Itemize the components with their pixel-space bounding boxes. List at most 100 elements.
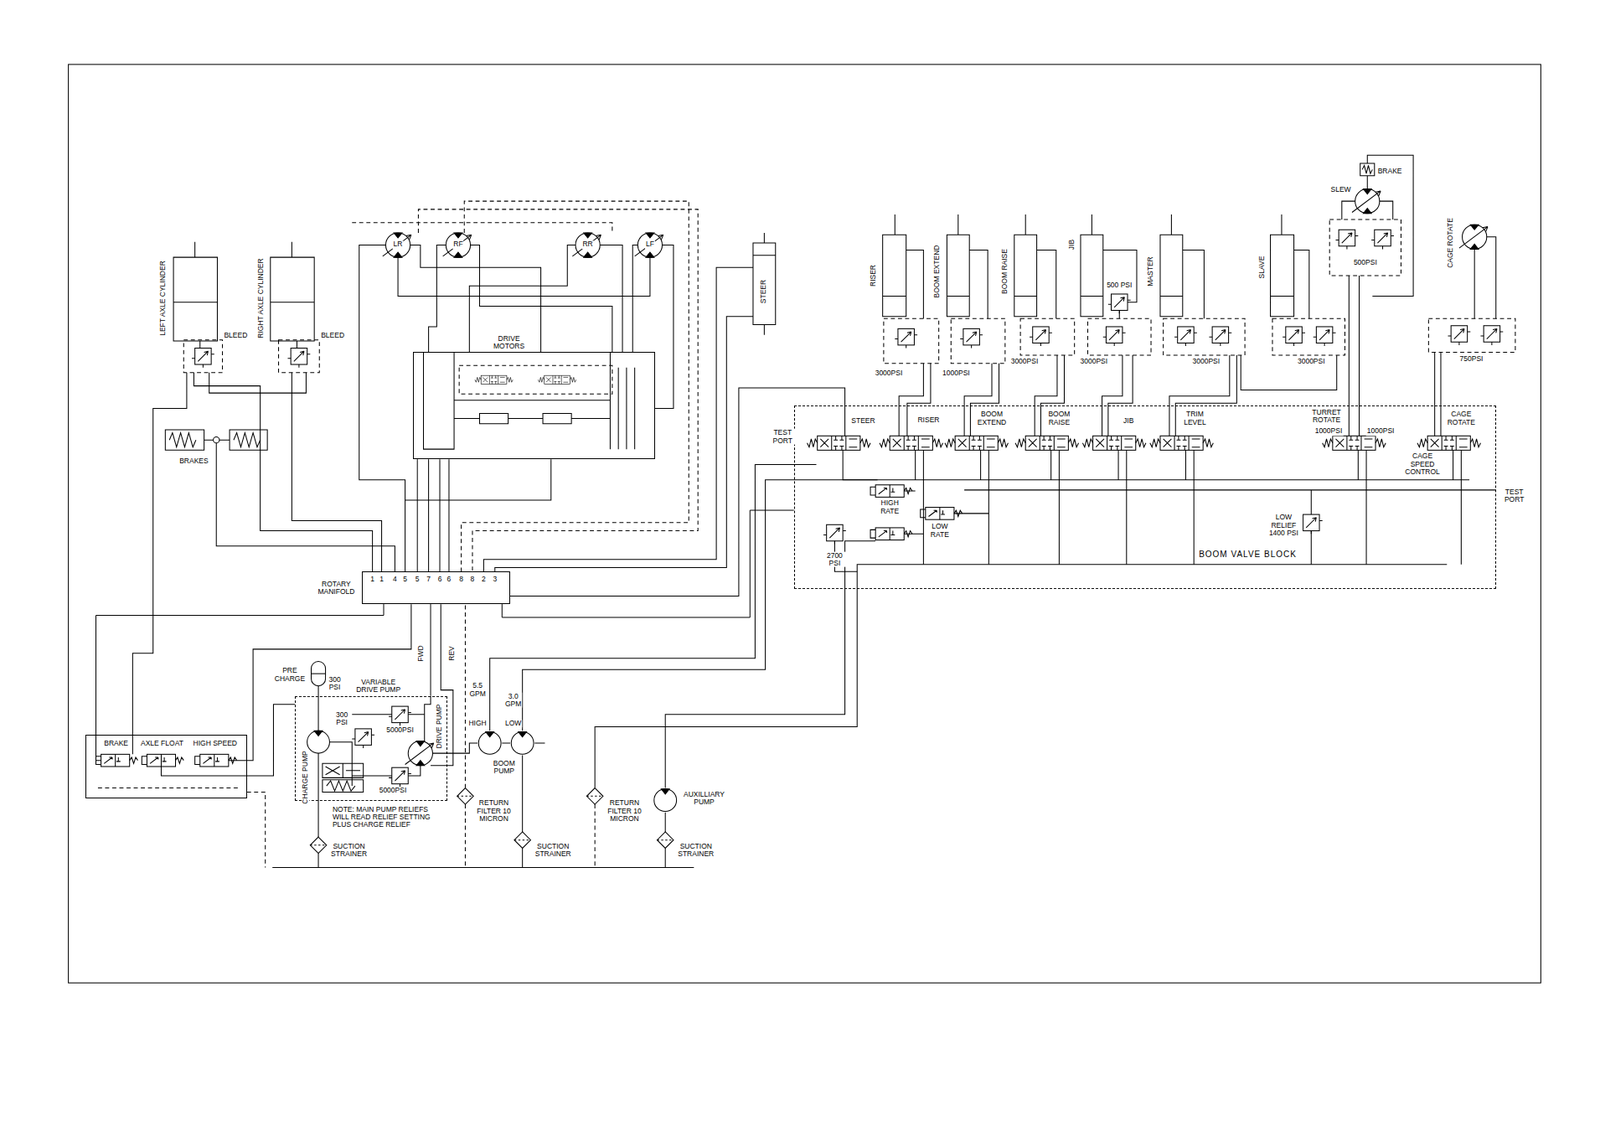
pump-symbol <box>510 732 534 755</box>
spool-valve <box>1417 435 1482 450</box>
drive-valve-symbol <box>474 375 513 384</box>
part-label: LF <box>645 241 656 249</box>
part-label: CAGE SPEED CONTROL <box>1403 452 1442 476</box>
part-label: 3.0 GPM <box>504 691 522 708</box>
part-label: 5.5 GPM <box>468 681 486 698</box>
hydraulic-line <box>96 603 385 735</box>
hydraulic-line <box>898 275 1441 436</box>
part-label: RETURN FILTER 10 MICRON <box>470 799 518 823</box>
counterbalance-valve <box>1282 326 1306 346</box>
solenoid-valve <box>870 527 913 541</box>
drain-line <box>98 603 595 868</box>
note-text: NOTE: MAIN PUMP RELIEFS WILL READ RELIEF… <box>331 805 446 830</box>
valve-enclosure <box>1088 318 1152 356</box>
pin-number: 6 <box>446 575 453 584</box>
part-label: BOOM EXTEND <box>973 410 1010 427</box>
pin-number: 8 <box>458 575 465 584</box>
pin-number: 6 <box>437 575 444 584</box>
pilot-line <box>351 201 698 572</box>
relief-valve-symbol <box>388 706 412 726</box>
counterbalance-valve <box>1103 326 1126 346</box>
part-label: JIB <box>1068 238 1077 251</box>
part-label: DRIVE PUMP <box>435 703 444 750</box>
counterbalance-valve <box>894 328 918 348</box>
part-label: MASTER <box>1146 255 1155 287</box>
part-label: SUCTION STRAINER <box>674 841 718 858</box>
strainer-symbol <box>656 831 673 848</box>
part-label: TEST PORT <box>1501 488 1528 505</box>
counterbalance-valve <box>1371 229 1394 249</box>
part-label: 1000PSI <box>1314 428 1344 436</box>
counterbalance-valve <box>1313 326 1337 346</box>
part-label: JIB <box>1122 417 1135 425</box>
solenoid-valve <box>920 507 963 521</box>
valve-enclosure <box>1020 318 1075 356</box>
pin-number: 2 <box>480 575 487 584</box>
part-label: CAGE ROTATE <box>1446 216 1455 269</box>
strainer-symbol <box>309 836 326 853</box>
spool-valve <box>1015 435 1079 450</box>
hydraulic-line <box>882 214 1310 319</box>
part-label: RETURN FILTER 10 MICRON <box>601 799 649 823</box>
part-label: HIGH <box>467 719 487 728</box>
drawing-frame <box>68 64 1542 983</box>
part-label: PRE CHARGE <box>272 666 307 683</box>
valve-enclosure <box>278 340 320 373</box>
solenoid-valve <box>195 753 238 767</box>
part-label: BRAKES <box>178 457 210 465</box>
part-label: 2700 PSI <box>821 551 848 568</box>
part-label: 500PSI <box>1352 259 1379 268</box>
valve-enclosure <box>950 318 1006 364</box>
part-label: RIGHT AXLE CYLINDER <box>257 257 265 339</box>
motor-symbol <box>1459 224 1488 249</box>
part-label: TURRET ROTATE <box>1307 408 1347 425</box>
part-label: SLEW <box>1330 185 1353 194</box>
spool-valve <box>1082 435 1146 450</box>
hydraulic-line <box>1341 154 1497 319</box>
part-label: CHARGE PUMP <box>302 750 310 806</box>
node-label: DRIVE MOTORS <box>490 335 528 351</box>
spool-valve <box>807 435 872 450</box>
spool-valve <box>1150 435 1214 450</box>
motor-symbol <box>382 232 412 258</box>
motor-symbol <box>572 232 601 258</box>
pump-housing: VARIABLE DRIVE PUMP <box>294 696 448 801</box>
part-label: 3000PSI <box>1010 358 1040 367</box>
part-label: AUXILLIARY PUMP <box>678 789 729 806</box>
part-label: BLEED <box>320 331 346 340</box>
part-label: LOW RATE <box>926 522 953 539</box>
motor-symbol <box>1352 189 1381 214</box>
relief-valve-symbol <box>288 348 311 368</box>
counterbalance-valve <box>1174 326 1198 346</box>
part-label: 750PSI <box>1459 355 1485 363</box>
solenoid-valve <box>141 753 184 767</box>
relief-valve-symbol <box>191 348 215 368</box>
part-label: RISER <box>869 263 878 288</box>
part-label: LR <box>392 241 404 249</box>
valve-block: BRAKEAXLE FLOATHIGH SPEED <box>85 734 247 799</box>
part-label: 300 PSI <box>332 710 351 727</box>
part-label: BOOM EXTEND <box>934 244 942 300</box>
part-label: RF <box>452 241 464 249</box>
pin-number: 1 <box>369 575 376 584</box>
part-label: REV <box>448 645 456 661</box>
drive-motor-block: DRIVE MOTORS <box>412 351 656 460</box>
part-label: 3000PSI <box>1191 358 1221 367</box>
part-label: TRIM LEVEL <box>1178 410 1212 427</box>
pin-number: 7 <box>425 575 432 584</box>
part-label: SUCTION STRAINER <box>531 841 575 858</box>
valve-enclosure <box>1272 318 1345 356</box>
hydraulic-line <box>430 603 432 697</box>
counterbalance-valve <box>1480 325 1503 346</box>
pump-symbol <box>307 730 331 754</box>
node-label: HIGH SPEED <box>192 739 238 748</box>
part-label: BRAKE <box>1377 167 1404 176</box>
node-label: BOOM VALVE BLOCK <box>1197 549 1298 559</box>
node-label: AXLE FLOAT <box>139 739 185 748</box>
valve-enclosure <box>459 365 613 394</box>
